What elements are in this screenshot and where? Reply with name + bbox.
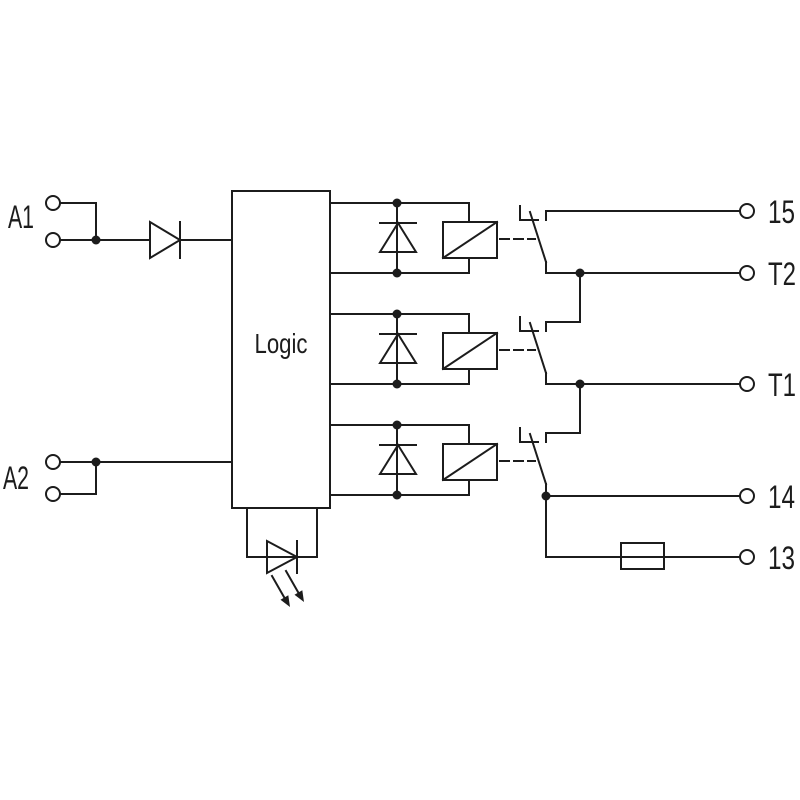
flyback-diode-icon (378, 443, 418, 475)
relay-branch-2 (329, 309, 536, 389)
terminal-15-label: 15 (768, 194, 795, 230)
terminal-t1-label: T1 (768, 367, 796, 403)
junction-dot (392, 420, 402, 430)
diode-triangle (149, 220, 182, 260)
changeover-contact-icon-3 (519, 383, 581, 558)
logic-label: Logic (255, 328, 308, 359)
output-13: 13 (545, 540, 795, 576)
coil-box (442, 332, 498, 370)
changeover-contact-icon-2 (519, 272, 581, 385)
terminal-a1-lower-circle (45, 232, 61, 248)
junction-dot (392, 379, 402, 389)
terminal-14-label: 14 (768, 479, 795, 515)
relay-coil-icon (441, 442, 499, 482)
led-arrow-shaft (284, 569, 300, 594)
wire-a1-bridge (59, 202, 97, 241)
fuse-icon (620, 542, 665, 570)
output-t2: T2 (545, 256, 796, 292)
wire-no-to-t2 (545, 272, 581, 323)
output-t1: T1 (545, 367, 796, 403)
output-14: 14 (541, 479, 795, 515)
terminal-15-circle (739, 203, 755, 219)
nc-contact-stub (519, 427, 539, 443)
terminal-t1-circle (739, 376, 755, 392)
relay-branch-3 (329, 420, 536, 500)
junction-dot-a1 (91, 235, 101, 245)
relay-branch-1 (329, 198, 536, 278)
led-arrow-head (294, 590, 304, 602)
coil-diagonal (441, 331, 499, 371)
nc-contact-stub (519, 205, 539, 221)
nc-contact-stub (519, 316, 539, 332)
junction-dot (392, 309, 402, 319)
relay-coil-icon (441, 220, 499, 260)
terminal-a2-label: A2 (3, 460, 29, 496)
terminal-a1-label: A1 (8, 199, 34, 235)
logic-block: Logic (231, 190, 331, 509)
relay-coil-icon (441, 331, 499, 371)
led-indicator-icon (246, 507, 318, 607)
junction-dot-a2 (91, 457, 101, 467)
junction-dot (392, 198, 402, 208)
terminal-a2-lower-circle (45, 486, 61, 502)
coil-box (442, 443, 498, 481)
diode-triangle (378, 332, 418, 364)
junction-dot-14 (541, 491, 551, 501)
diode-triangle (378, 221, 418, 253)
led-arrow-head (280, 595, 290, 607)
junction-dot (392, 268, 402, 278)
junction-dot (392, 490, 402, 500)
flyback-diode-icon (378, 221, 418, 253)
terminal-t2-circle (739, 265, 755, 281)
terminal-13-label: 13 (768, 540, 795, 576)
diode-triangle (378, 443, 418, 475)
coil-diagonal (441, 220, 499, 260)
led-triangle (266, 539, 300, 575)
coil-box (442, 221, 498, 259)
diode-icon (149, 220, 182, 260)
logic-box (231, 190, 331, 509)
contact-mover (528, 321, 548, 375)
contact-mover (528, 210, 548, 264)
wire-a2-bridge (59, 461, 97, 495)
terminal-a2-upper-circle (45, 454, 61, 470)
junction-dot-t1 (575, 379, 585, 389)
output-15: 15 (545, 194, 795, 230)
wire-no-to-t1 (545, 383, 581, 434)
terminal-a1-upper-circle (45, 195, 61, 211)
terminal-14-circle (739, 488, 755, 504)
led-arrow-shaft (270, 574, 286, 599)
changeover-contact-icon-1 (519, 205, 548, 274)
input-a1: A1 (8, 195, 233, 260)
flyback-diode-icon (378, 332, 418, 364)
terminal-13-circle (739, 549, 755, 565)
coil-diagonal (441, 442, 499, 482)
junction-dot-t2 (575, 268, 585, 278)
contact-mover (528, 432, 548, 486)
input-a2: A2 (3, 454, 233, 502)
terminal-t2-label: T2 (768, 256, 796, 292)
